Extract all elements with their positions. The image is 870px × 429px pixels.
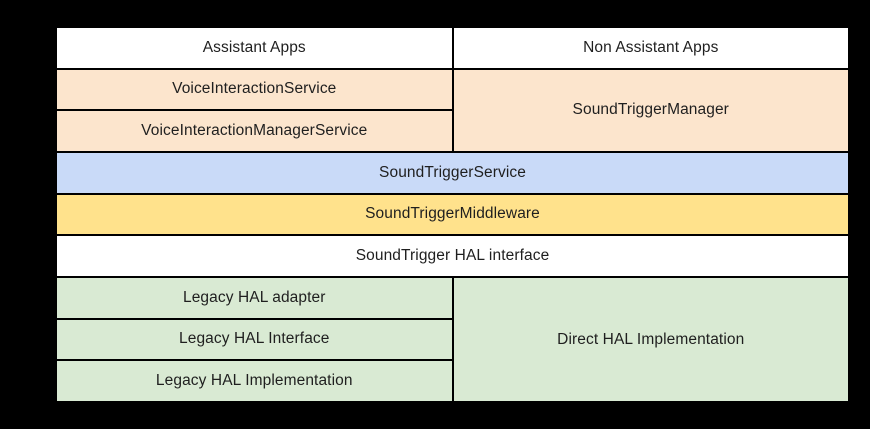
cell-voice-interaction-manager-service: VoiceInteractionManagerService xyxy=(57,111,452,151)
cell-sound-trigger-service: SoundTriggerService xyxy=(57,153,848,193)
cell-legacy-hal-interface: Legacy HAL Interface xyxy=(57,319,452,360)
cell-sound-trigger-hal-interface: SoundTrigger HAL interface xyxy=(57,236,848,276)
cell-sound-trigger-manager: SoundTriggerManager xyxy=(453,69,848,151)
cell-assistant-apps: Assistant Apps xyxy=(57,28,452,68)
cell-non-assistant-apps: Non Assistant Apps xyxy=(453,28,848,68)
soundtrigger-stack-diagram: Assistant Apps Non Assistant Apps VoiceI… xyxy=(55,26,850,403)
cell-legacy-hal-adapter: Legacy HAL adapter xyxy=(57,278,452,318)
cell-voice-interaction-service: VoiceInteractionService xyxy=(57,69,452,110)
cell-direct-hal-implementation: Direct HAL Implementation xyxy=(453,278,848,401)
cell-sound-trigger-middleware: SoundTriggerMiddleware xyxy=(57,194,848,235)
cell-legacy-hal-implementation: Legacy HAL Implementation xyxy=(57,361,452,401)
